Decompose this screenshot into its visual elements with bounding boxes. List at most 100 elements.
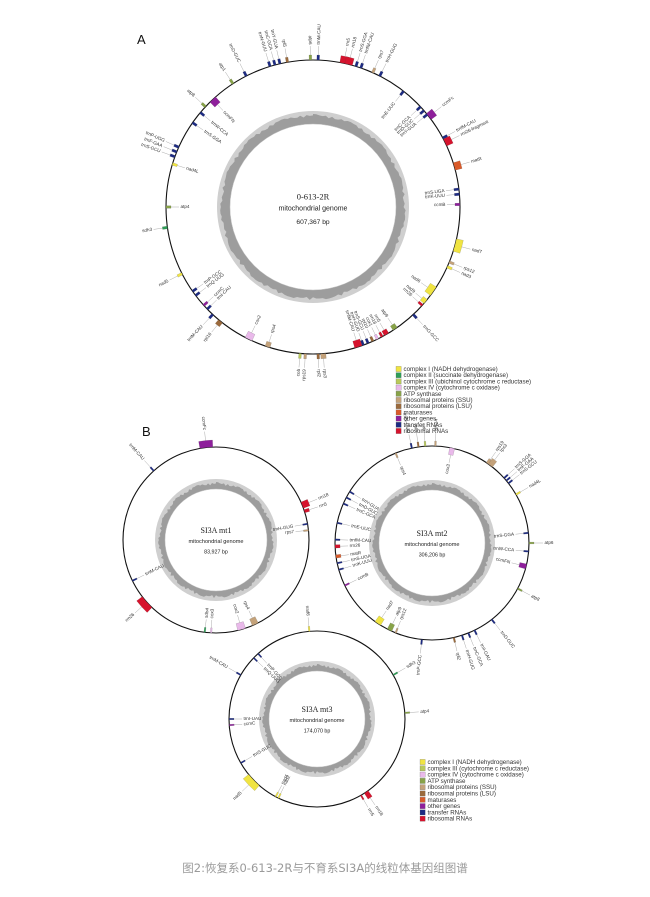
mt2-gene-leader [341,560,350,563]
mt2-gene-label: rps14 [433,419,438,431]
mt2-genome-name: SI3A mt2 [417,529,448,538]
mt3-gene-label: trnI-UAU [244,716,262,721]
map-a-gene-label: trnH-GUG [349,311,361,333]
mt3-gene-block [243,774,260,791]
mt1-gene-label: rps7 [285,529,295,535]
mt2-gene-block [467,632,472,639]
map-a-gene-block [371,67,377,74]
map-a-genome-size: 607,367 bp [296,219,330,226]
map-a-gene-block [446,265,453,271]
map-a-gene-block [229,78,235,85]
map-a-gene-leader [357,52,361,62]
map-a-gene-label: rpl10 [361,318,370,330]
mt3-gene-label: nad6 [305,605,311,616]
map-a-gene-label: ccmB [434,202,446,207]
mt3-gene-label: rrn5 [367,807,376,817]
map-a-genome-name: 0-613-2R [297,191,330,201]
map-a-gene-label: trnG-GCC [422,324,440,343]
map-a-gene-leader [239,63,245,72]
mt2-gene-leader [521,590,531,596]
mt2-gene-block [503,473,509,479]
map-a-gene-leader [460,161,470,165]
map-a-gene-leader [265,52,269,62]
mt2-gene-leader [510,471,518,478]
map-a-gene-label: trnC-GCA [264,30,274,52]
map-a-gene-leader [211,325,218,333]
map-a-gene-label: trnfM-CAU [363,32,375,54]
mt2-gene-leader [463,639,467,649]
map-a-gene-label: trnN-GUU [257,31,268,52]
mt1-gene-label: rrn18 [317,492,329,501]
map-a-gene-block [453,160,463,171]
map-a-gene-leader [199,287,207,293]
mt1-gene-label: trnM-CAU [144,563,165,576]
legend-swatch [395,403,402,409]
mt3-gene-label: nad4 [280,773,289,785]
mt2-gene-block [423,441,427,447]
mt2-gene-label: trnK-UUU [352,558,373,568]
map-a-gene-leader [417,117,424,123]
mt2-gene-block [394,452,399,459]
mt1-gene-label: rps4 [243,600,251,611]
map-a-gene-leader [350,48,353,58]
map-a-gene-block [454,192,460,196]
mt2-gene-label: atp8 [530,593,541,602]
map-a-gene-block [202,300,209,307]
mt3-gene-leader [363,799,369,808]
map-a-gene-block [453,238,464,254]
map-a-gene-label: trnS-GGA [358,31,369,53]
mt3-gene-block [364,790,373,800]
map-a-gene-leader [276,50,279,59]
mt2-gene-block [420,639,423,645]
map-a-gene-leader [363,331,367,339]
mt2-gene-block [518,562,527,570]
mt2-gene-leader [515,533,524,535]
map-a-gene-leader [421,282,428,288]
legend-swatch [419,765,426,772]
mt3-gene-block [235,671,242,676]
mt1-gene-label: trnM-CAU [128,442,145,461]
mt2-gene-block [528,542,535,544]
mt1-gene-label: rrn26 [124,612,136,623]
mt3-gene-leader [242,784,249,792]
mt3-gene-leader [257,661,264,668]
mt2-gene-block [345,496,352,501]
mt1-gene-block [300,499,311,509]
legend-label: maturases [428,797,457,804]
mt2-gene-block [505,476,511,482]
map-a-gene-block [171,162,178,167]
mt1-gene-block [302,522,308,526]
map-a-gene-label: trnH-GUG [384,42,398,63]
map-a-gene-block [265,341,272,348]
map-a-gene-label: nad6 [410,274,422,284]
legend-label: ribosomal RNAs [404,428,449,435]
mt1-gene-block [203,627,207,633]
map-a-gene-leader [412,296,419,303]
map-a-gene-block [381,328,389,336]
mt1-gene-label: trnH-GUG [272,524,294,533]
mt2-gene-label: rrn26 [349,543,360,548]
mt2-gene-block [334,544,341,549]
mt2-gene-leader [511,562,520,565]
map-a-gene-leader [298,358,300,368]
mt2-gene-leader [408,434,411,444]
mt3-gene-leader [307,617,310,627]
map-a-gene-label: ccmFN [222,110,236,124]
legend-swatch [419,784,426,790]
map-a-gene-leader [414,113,421,120]
map-a-gene-leader [344,47,348,57]
map-a-gene-leader [323,358,325,368]
mt2-gene-block [336,561,343,565]
map-a-gene-leader [451,268,461,273]
mt2-gene-leader [476,634,481,643]
map-a-gene-block [194,291,201,297]
mt1-gene-block [303,507,310,513]
mt1-genome-size: 83,927 bp [204,549,228,555]
map-a-gene-leader [434,106,442,113]
genome-map-si3a-mt3: nad6sdh3atp4rrn18rrn5nad4nad2nad5trnS-GU… [209,605,430,817]
legend-swatch [419,778,426,784]
map-a-genome-subtitle: mitochondrial genome [279,206,348,213]
map-a-gene-leader [165,141,175,146]
legend-swatch [395,422,402,428]
legend-label: ribosomal proteins (LSU) [404,403,472,410]
